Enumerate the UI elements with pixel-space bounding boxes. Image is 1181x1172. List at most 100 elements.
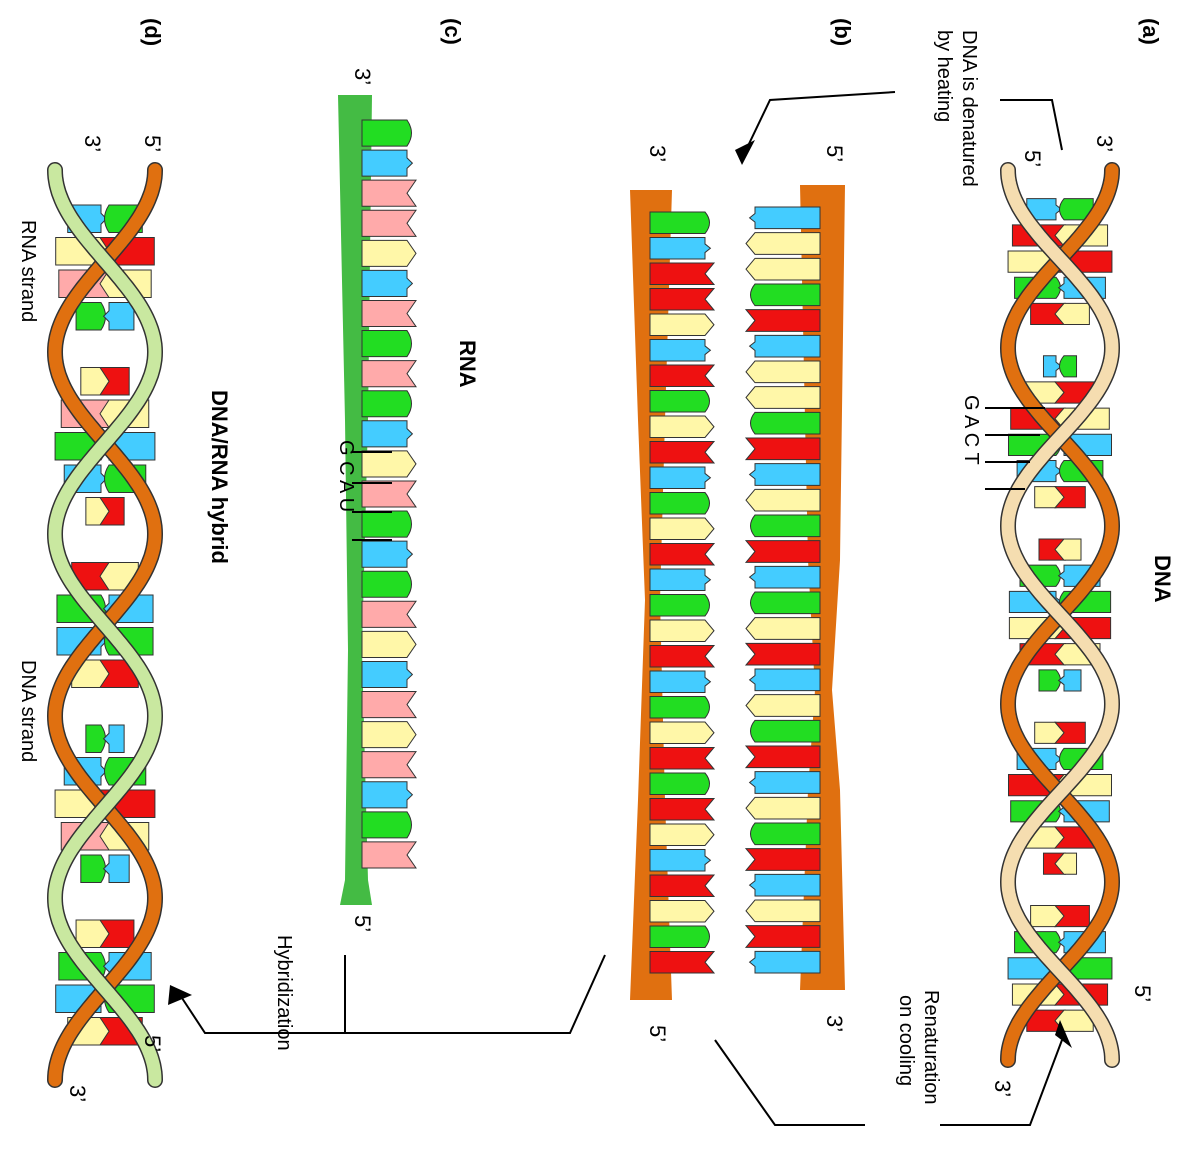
base-thymine [746,541,820,563]
base-adenine [650,620,714,642]
base-adenine [362,722,416,748]
rna-strand-label: RNA strand [17,220,39,322]
base-cytosine [750,207,820,229]
base-cytosine [650,340,710,362]
panel-a-dna-helix [1008,170,1112,1060]
base-uracil [362,692,416,718]
base-cytosine [750,951,820,973]
base-guanine [751,720,821,742]
base-cytosine [750,566,820,588]
base-cytosine [750,772,820,794]
hybridization-line-b [345,955,605,1033]
base-guanine [650,595,710,617]
hybrid-end-bottom-right: 5’ [140,1035,165,1052]
base-guanine [362,331,412,357]
base-thymine [650,263,714,285]
base-adenine [746,258,820,280]
base-row-right [746,207,820,973]
panel-b-letter: (b) [830,18,855,46]
base-thymine [746,438,820,460]
base-adenine [650,824,714,846]
base-cytosine [104,303,134,331]
base-adenine [362,631,416,657]
base-guanine [650,212,710,234]
renature-line1: Renaturation [920,990,942,1105]
base-cytosine [650,467,710,489]
base-guanine [751,412,821,434]
base-adenine [650,518,714,540]
hybridization-arrow-line [180,995,345,1033]
base-adenine [746,387,820,409]
dna-end-top-outer: 3’ [1092,135,1117,152]
base-thymine [650,365,714,387]
panel-d-letter: (d) [140,18,165,46]
base-thymine [746,849,820,871]
base-cytosine [650,569,710,591]
dna-base-legend: G A C T [960,395,982,465]
base-cytosine [1043,356,1061,377]
base-guanine [650,493,710,515]
renature-line2: on cooling [895,995,917,1086]
base-cytosine [104,725,125,753]
base-guanine [76,303,105,331]
panel-d-hybrid-helix [55,170,155,1080]
arrowhead-denature [735,140,755,165]
base-cytosine [750,464,820,486]
strand-left-end-bottom: 5’ [645,1025,670,1042]
base-thymine [746,643,820,665]
base-thymine [746,310,820,332]
hybrid-end-bottom-left: 3’ [65,1085,90,1102]
base-cytosine [362,270,412,296]
base-guanine [751,284,821,306]
hybrid-title: DNA/RNA hybrid [207,390,232,564]
base-uracil [362,601,416,627]
base-thymine [650,442,714,464]
base-cytosine [650,238,710,260]
base-cytosine [650,850,710,872]
rna-title: RNA [455,340,480,388]
denature-arrow-line [747,92,895,148]
dna-end-bottom-inner: 5’ [1130,985,1155,1002]
base-guanine [362,391,412,417]
base-adenine [746,361,820,383]
base-guanine [362,571,412,597]
renature-callout-line [715,1040,865,1125]
panel-a-letter: (a) [1138,18,1163,45]
denature-note-line1: DNA is denatured [958,30,980,187]
base-cytosine [362,150,412,176]
base-guanine [362,120,412,146]
base-cytosine [362,421,412,447]
base-thymine [746,746,820,768]
denature-callout-line [1000,100,1062,150]
base-uracil [362,361,416,387]
base-adenine [746,233,820,255]
base-cytosine [1059,670,1081,691]
base-cytosine [750,874,820,896]
base-cytosine [650,671,710,693]
base-uracil [362,481,416,507]
base-guanine [650,697,710,719]
base-guanine [751,592,821,614]
dna-double-helix [1008,170,1112,1060]
panel-b-denatured-strands [630,185,845,1000]
base-cytosine [750,335,820,357]
dna-end-top-inner: 5’ [1020,150,1045,167]
base-cytosine [750,669,820,691]
base-cytosine [104,855,130,883]
arrowheads [168,140,1072,1048]
base-adenine [746,900,820,922]
base-adenine [650,901,714,923]
denature-note-line2: by heating [933,30,955,122]
base-adenine [362,451,416,477]
base-thymine [650,799,714,821]
base-guanine [650,926,710,948]
dna-rna-hybrid-helix [55,170,155,1080]
base-thymine [650,289,714,311]
base-thymine [650,544,714,566]
base-adenine [746,489,820,511]
base-guanine [1060,356,1077,377]
base-cytosine [362,541,412,567]
base-adenine [650,314,714,336]
